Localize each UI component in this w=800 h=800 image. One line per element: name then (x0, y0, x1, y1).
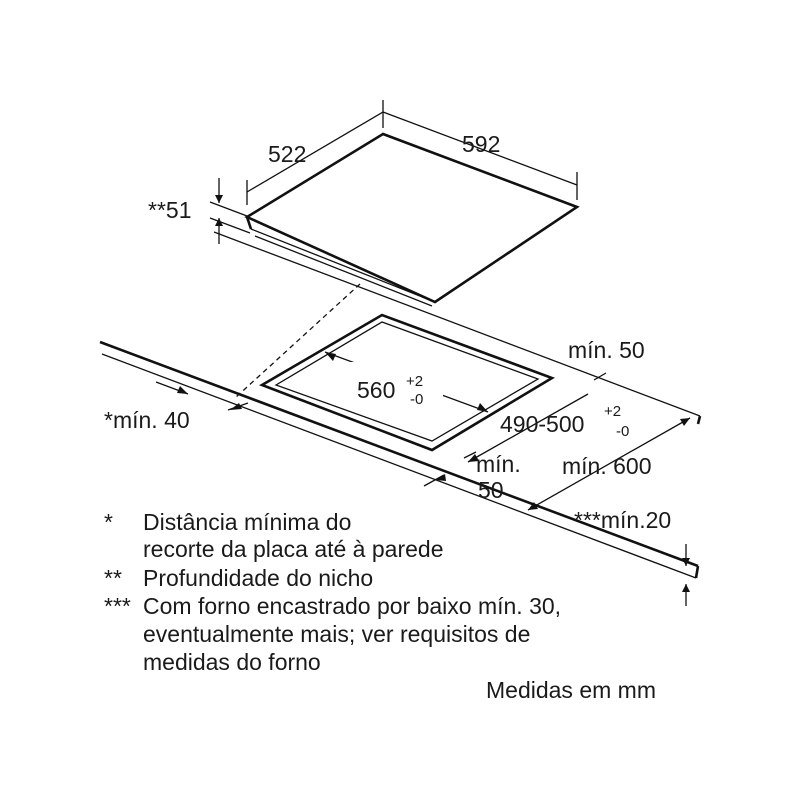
min-back-label: mín. 50 (568, 337, 645, 363)
min-front-label-line1: mín. (476, 451, 521, 477)
cutout (259, 313, 555, 452)
legend-marker-2: ** (104, 565, 122, 591)
hob-top-surface (244, 132, 580, 304)
min-wall-dimension: *mín. 40 (104, 381, 249, 433)
legend-text-3b: eventualmente mais; ver requisitos de (143, 621, 530, 647)
niche-depth-label: **51 (148, 197, 191, 223)
legend-text-2a: Profundidade do nicho (143, 565, 373, 591)
cutout-depth-tol-plus: +2 (604, 403, 621, 420)
hob-underside-edge-2 (254, 235, 433, 307)
cutout-depth-dimension: 490-500 +2 -0 (467, 393, 629, 463)
min-oven-dimension: ***mín.20 (574, 507, 690, 606)
cutout-depth-label: 490-500 (500, 411, 584, 437)
cutout-width-dimension: 560 +2 -0 (324, 351, 489, 413)
min-worktop-dimension: mín. 600 (527, 417, 691, 511)
min-oven-label: ***mín.20 (574, 507, 671, 533)
cutout-width-label: 560 (357, 377, 395, 403)
legend-text-1a: Distância mínima do (143, 509, 351, 535)
cutout-width-tol-plus: +2 (406, 373, 423, 390)
min-back-dimension: mín. 50 (568, 337, 645, 381)
hob-depth-dimension: 522 (246, 100, 384, 205)
legend-text-1b: recorte da placa até à parede (143, 536, 443, 562)
min-worktop-label: mín. 600 (562, 453, 652, 479)
min-wall-label: *mín. 40 (104, 407, 190, 433)
hob-underside-edge (250, 228, 436, 303)
legend-marker-3: *** (104, 593, 131, 619)
legend-text-3c: medidas do forno (143, 649, 321, 675)
alignment-guide (234, 283, 361, 399)
hob-width-dimension: 592 (382, 111, 578, 200)
cutout-opening (259, 313, 555, 452)
cutout-inner-edge (274, 321, 540, 442)
hob (244, 132, 580, 307)
min-front-label-line2: 50 (478, 477, 504, 503)
hob-front-left-edge (245, 216, 253, 230)
min-front-dimension: mín. 50 (423, 451, 521, 503)
legend-text-3a: Com forno encastrado por baixo mín. 30, (143, 593, 561, 619)
cutout-depth-tol-minus: -0 (616, 423, 629, 440)
units-note: Medidas em mm (486, 677, 656, 703)
cutout-width-tol-minus: -0 (410, 391, 423, 408)
hob-depth-label: 522 (268, 141, 306, 167)
niche-depth-dimension: **51 (148, 178, 251, 244)
hob-width-label: 592 (462, 131, 500, 157)
worktop (99, 231, 702, 579)
legend-marker-1: * (104, 509, 113, 535)
legend: * Distância mínima do recorte da placa a… (104, 509, 561, 675)
